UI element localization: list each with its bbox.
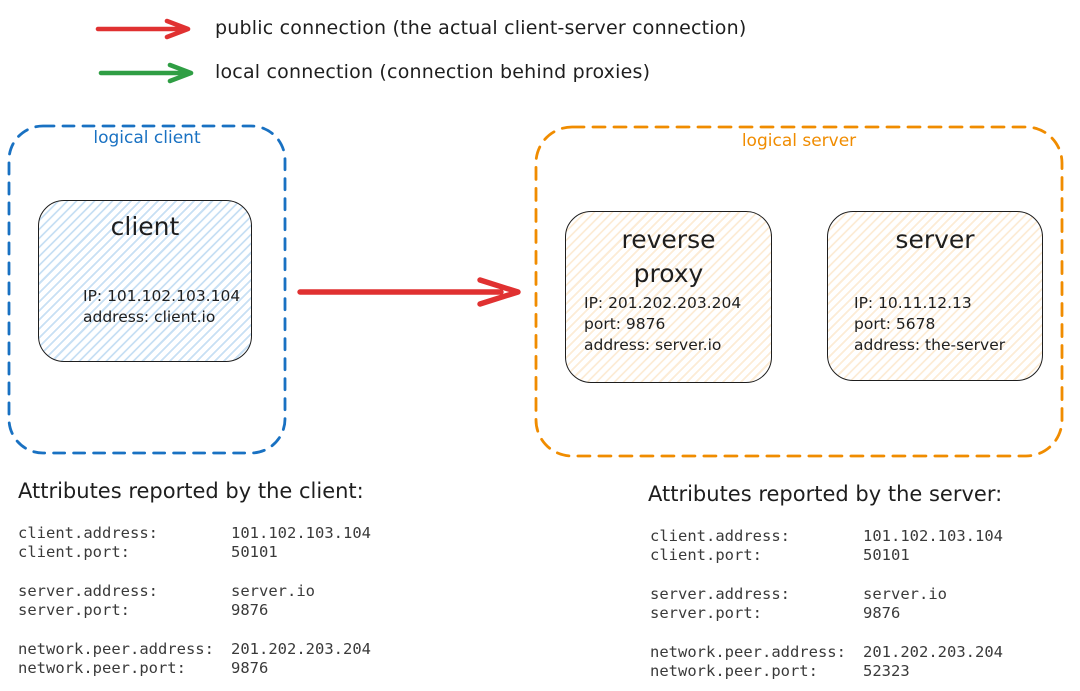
client-attr-group-server: server.address:server.io server.port:987… (18, 582, 371, 620)
client-node-details: IP: 101.102.103.104 address: client.io (83, 286, 240, 328)
server-address: address: the-server (854, 336, 1006, 354)
legend-public-connection-label: public connection (the actual client-ser… (215, 17, 747, 39)
client-attributes-list: client.address:101.102.103.104 client.po… (18, 524, 371, 691)
reverse-proxy-address: address: server.io (584, 336, 722, 354)
attr-row: server.address:server.io (18, 582, 315, 600)
attr-row: network.peer.port:52323 (650, 662, 910, 680)
server-attributes-heading: Attributes reported by the server: (648, 482, 1003, 506)
server-attr-group-client: client.address:101.102.103.104 client.po… (650, 527, 1003, 565)
client-attributes-heading: Attributes reported by the client: (18, 479, 364, 503)
reverse-proxy-title-line2: proxy (633, 259, 704, 288)
attr-row: server.port:9876 (18, 601, 269, 619)
server-attributes-list: client.address:101.102.103.104 client.po… (650, 527, 1003, 691)
local-connection-arrow-icon (98, 62, 194, 84)
client-node: client IP: 101.102.103.104 address: clie… (38, 200, 252, 362)
attr-row: client.port:50101 (18, 543, 278, 561)
logical-client-label: logical client (93, 128, 201, 148)
server-attr-group-network-peer: network.peer.address:201.202.203.204 net… (650, 643, 1003, 681)
attr-row: network.peer.address:201.202.203.204 (650, 643, 1003, 661)
server-node-title: server (895, 225, 975, 254)
client-attr-group-network-peer: network.peer.address:201.202.203.204 net… (18, 640, 371, 678)
attr-row: network.peer.address:201.202.203.204 (18, 640, 371, 658)
client-ip: IP: 101.102.103.104 (83, 287, 241, 305)
client-attr-group-client: client.address:101.102.103.104 client.po… (18, 524, 371, 562)
legend-local-connection-label: local connection (connection behind prox… (215, 61, 651, 83)
reverse-proxy-node: reverse proxy IP: 201.202.203.204 port: … (565, 211, 772, 383)
public-connection-arrow-icon (95, 18, 191, 40)
client-address: address: client.io (83, 308, 216, 326)
attr-row: client.address:101.102.103.104 (650, 527, 1003, 545)
server-node-details: IP: 10.11.12.13 port: 5678 address: the-… (854, 293, 1005, 356)
attr-row: server.address:server.io (650, 585, 947, 603)
reverse-proxy-ip: IP: 201.202.203.204 (584, 294, 742, 312)
client-node-title: client (110, 212, 180, 241)
attr-row: client.port:50101 (650, 546, 910, 564)
attr-row: server.port:9876 (650, 604, 901, 622)
reverse-proxy-details: IP: 201.202.203.204 port: 9876 address: … (584, 293, 741, 356)
logical-server-label: logical server (741, 131, 857, 151)
server-port: port: 5678 (854, 315, 936, 333)
server-ip: IP: 10.11.12.13 (854, 294, 972, 312)
reverse-proxy-title-line1: reverse (621, 225, 716, 254)
public-connection-arrow (297, 277, 521, 307)
server-attr-group-server: server.address:server.io server.port:987… (650, 585, 1003, 623)
attr-row: client.address:101.102.103.104 (18, 524, 371, 542)
reverse-proxy-port: port: 9876 (584, 315, 666, 333)
attr-row: network.peer.port:9876 (18, 659, 269, 677)
server-node: server IP: 10.11.12.13 port: 5678 addres… (827, 211, 1043, 381)
